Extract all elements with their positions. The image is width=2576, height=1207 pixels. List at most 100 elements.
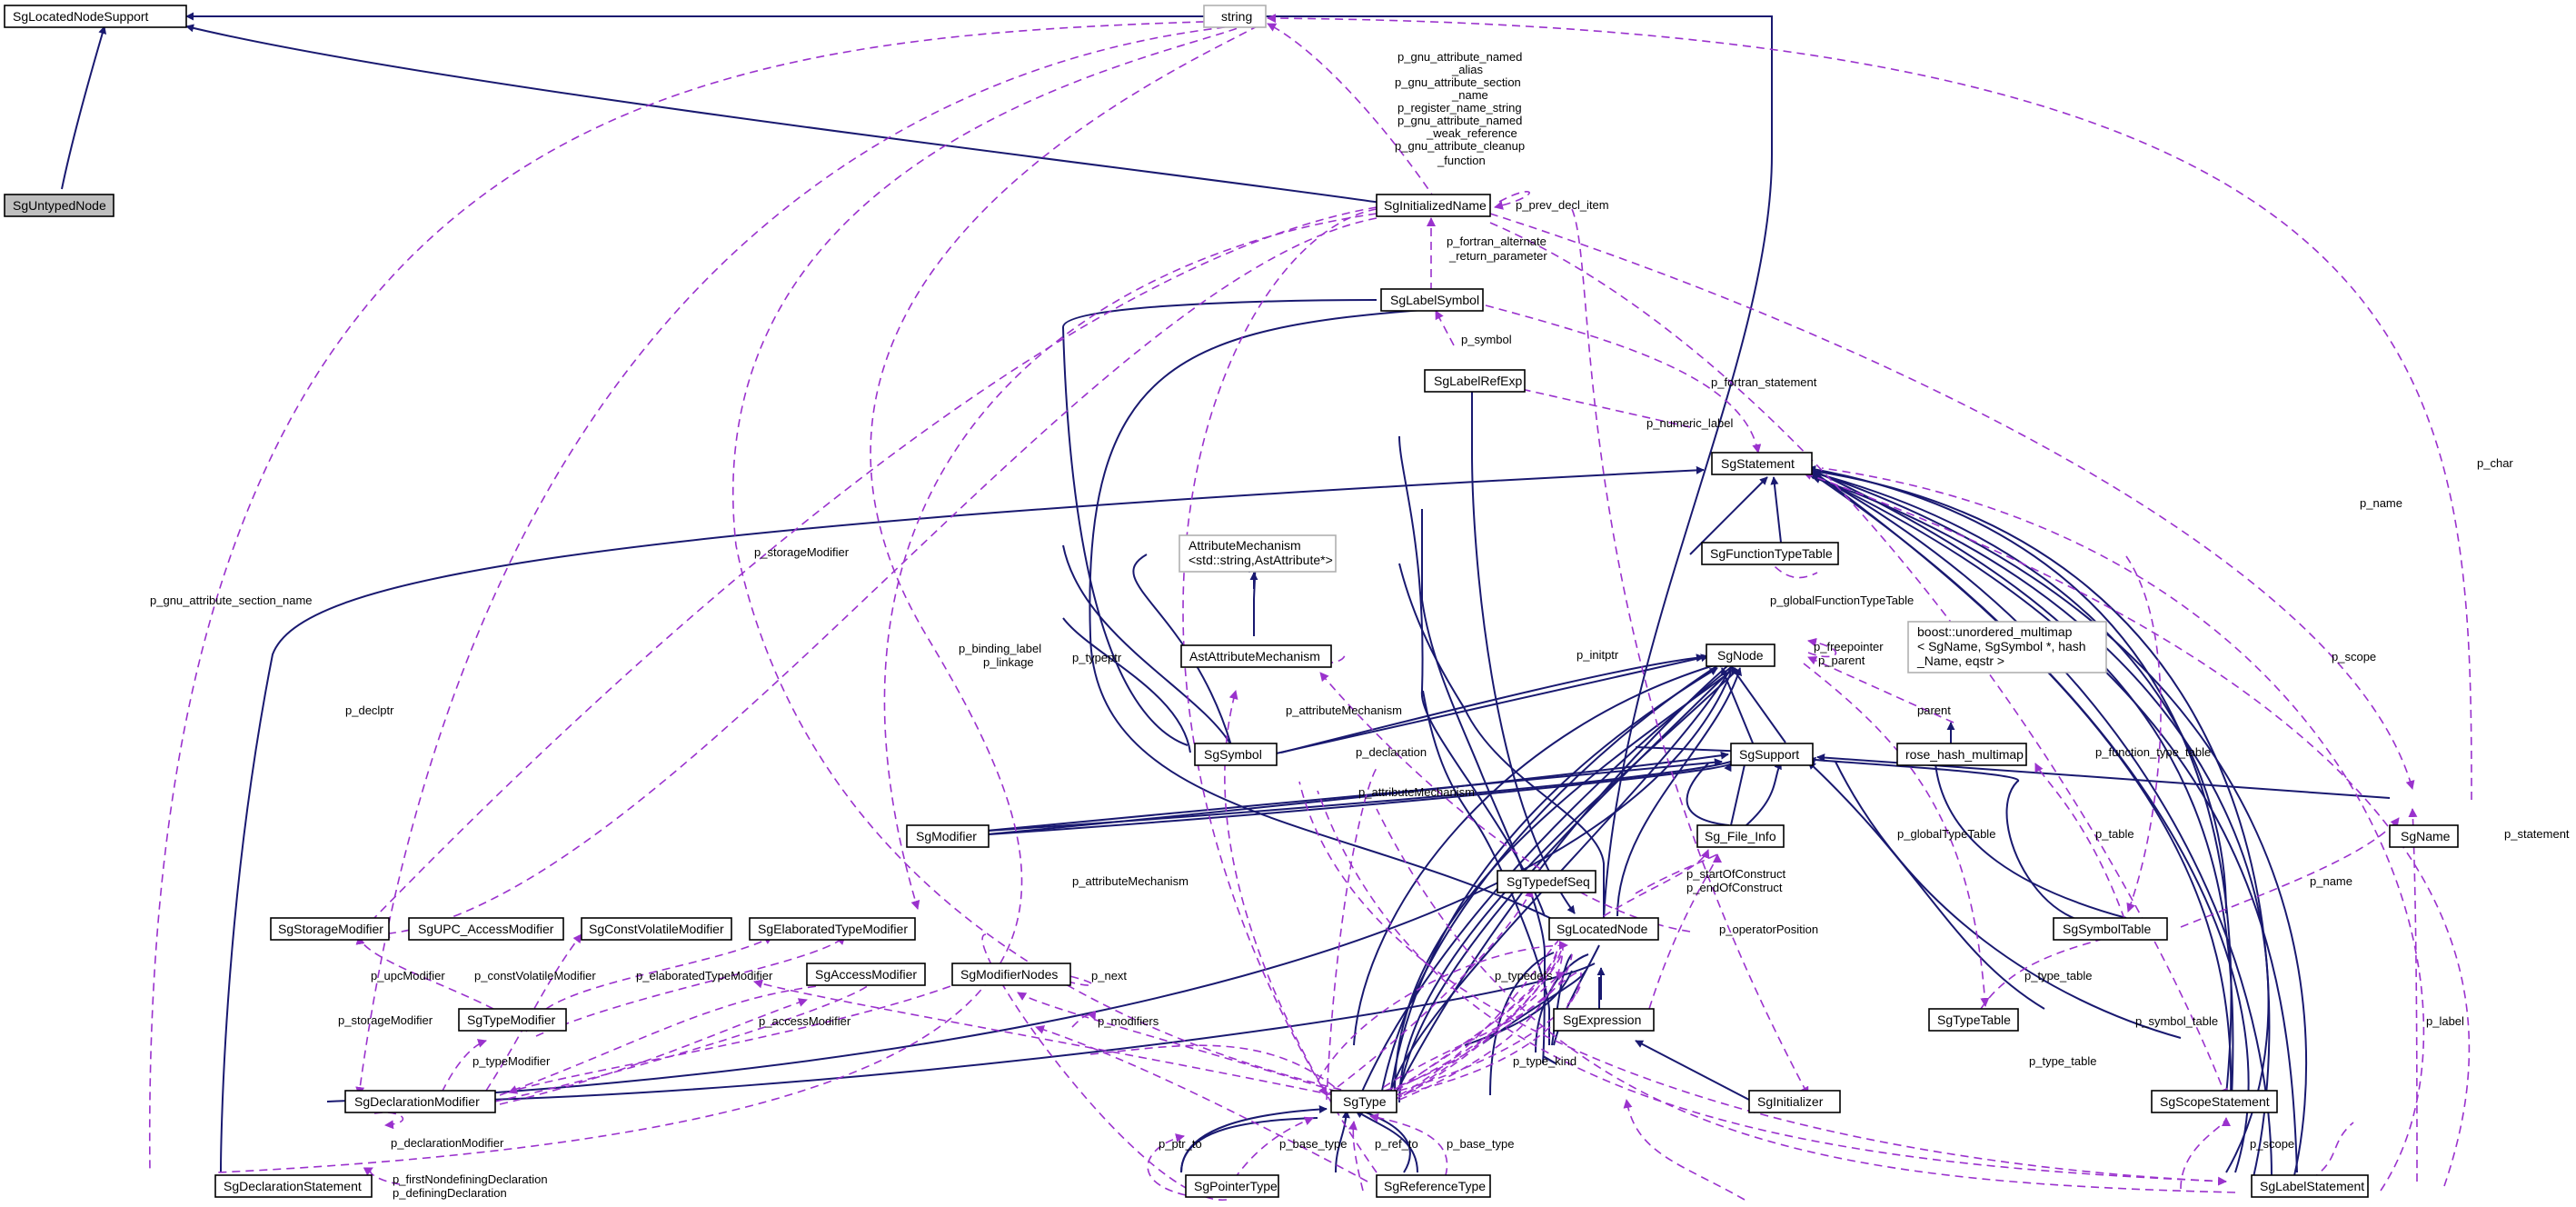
node-string[interactable]: string xyxy=(1203,5,1267,28)
label-initname-string-8: p_gnu_attribute_cleanup xyxy=(1395,139,1525,153)
label-attribute-mechanism-3: p_attributeMechanism xyxy=(1072,874,1189,888)
label-fortran-statement: p_fortran_statement xyxy=(1711,375,1817,389)
node-sg-modifier[interactable]: SgModifier xyxy=(906,824,990,848)
node-sg-located-node-support[interactable]: SgLocatedNodeSupport xyxy=(4,5,187,28)
node-sg-file-info[interactable]: Sg_File_Info xyxy=(1696,824,1785,848)
node-sg-type[interactable]: SgType xyxy=(1330,1090,1397,1113)
inheritance-edges xyxy=(61,12,2391,1181)
svg-text:SgLabelRefExp: SgLabelRefExp xyxy=(1434,374,1523,388)
label-label: p_label xyxy=(2426,1014,2464,1028)
node-sg-declaration-statement[interactable]: SgDeclarationStatement xyxy=(214,1174,373,1198)
label-numeric-label: p_numeric_label xyxy=(1646,416,1734,430)
node-sg-untyped-node[interactable]: SgUntypedNode xyxy=(4,194,114,217)
label-initname-string-9: _function xyxy=(1437,154,1486,167)
label-declaration-modifier: p_declarationModifier xyxy=(391,1136,504,1150)
node-sg-symbol-table[interactable]: SgSymbolTable xyxy=(2053,917,2168,941)
svg-text:SgReferenceType: SgReferenceType xyxy=(1384,1179,1486,1193)
label-prev-decl-item: p_prev_decl_item xyxy=(1516,198,1609,212)
node-sg-node[interactable]: SgNode xyxy=(1706,643,1775,667)
label-char: p_char xyxy=(2477,456,2513,470)
label-const-volatile-modifier: p_constVolatileModifier xyxy=(474,969,596,983)
label-declptr: p_declptr xyxy=(345,703,394,717)
label-initname-string-6: p_gnu_attribute_named xyxy=(1397,114,1522,127)
label-parent-pointer: p_parent xyxy=(1818,653,1865,667)
node-ast-attribute-mechanism[interactable]: AstAttributeMechanism xyxy=(1180,644,1332,668)
label-start-of-construct: p_startOfConstruct xyxy=(1686,867,1785,881)
node-sg-typedef-seq[interactable]: SgTypedefSeq xyxy=(1497,870,1596,893)
label-storage-modifier-top: p_storageModifier xyxy=(754,545,850,559)
node-sg-function-type-table[interactable]: SgFunctionTypeTable xyxy=(1701,542,1839,565)
label-initname-string-3: p_gnu_attribute_section xyxy=(1395,75,1521,89)
node-sg-name[interactable]: SgName xyxy=(2389,824,2459,848)
label-fortran-alternate-1: p_fortran_alternate xyxy=(1447,234,1547,248)
svg-text:SgScopeStatement: SgScopeStatement xyxy=(2160,1094,2270,1109)
label-typedefs: p_typedefs xyxy=(1495,969,1553,983)
label-ref-to: p_ref_to xyxy=(1375,1137,1418,1151)
label-parent: parent xyxy=(1917,703,1951,717)
svg-text:SgSymbolTable: SgSymbolTable xyxy=(2063,922,2151,936)
node-sg-declaration-modifier[interactable]: SgDeclarationModifier xyxy=(344,1090,496,1113)
node-sg-symbol[interactable]: SgSymbol xyxy=(1194,743,1278,766)
label-function-type-table: p_function_type_table xyxy=(2095,745,2211,759)
label-initptr: p_initptr xyxy=(1576,648,1619,662)
node-sg-support[interactable]: SgSupport xyxy=(1730,743,1814,766)
svg-text:SgConstVolatileModifier: SgConstVolatileModifier xyxy=(589,922,724,936)
node-sg-elaborated-type-modifier[interactable]: SgElaboratedTypeModifier xyxy=(749,917,916,941)
label-name-top: p_name xyxy=(2360,496,2402,510)
label-fortran-alternate-2: _return_parameter xyxy=(1448,249,1547,263)
svg-text:SgSupport: SgSupport xyxy=(1739,747,1799,762)
node-sg-initialized-name[interactable]: SgInitializedName xyxy=(1376,194,1491,217)
label-global-type-table: p_globalTypeTable xyxy=(1897,827,1995,841)
node-sg-reference-type[interactable]: SgReferenceType xyxy=(1376,1174,1491,1198)
node-sg-pointer-type[interactable]: SgPointerType xyxy=(1185,1174,1279,1198)
node-sg-type-modifier[interactable]: SgTypeModifier xyxy=(458,1008,567,1032)
label-initname-string-1: p_gnu_attribute_named xyxy=(1397,50,1522,64)
node-sg-statement[interactable]: SgStatement xyxy=(1711,452,1813,475)
svg-text:<std::string,AstAttribute*>: <std::string,AstAttribute*> xyxy=(1189,553,1333,567)
svg-text:SgInitializedName: SgInitializedName xyxy=(1384,198,1487,213)
label-defining-declaration: p_definingDeclaration xyxy=(393,1186,507,1200)
svg-text:SgFunctionTypeTable: SgFunctionTypeTable xyxy=(1710,546,1833,561)
svg-text:SgLabelSymbol: SgLabelSymbol xyxy=(1390,293,1479,307)
node-rose-hash-multimap[interactable]: rose_hash_multimap xyxy=(1896,743,2027,766)
label-next: p_next xyxy=(1091,969,1127,983)
label-name-mid: p_name xyxy=(2310,874,2352,888)
label-base-type-2: p_base_type xyxy=(1447,1137,1514,1151)
svg-text:SgDeclarationStatement: SgDeclarationStatement xyxy=(224,1179,362,1193)
label-access-modifier: p_accessModifier xyxy=(759,1014,851,1028)
node-sg-storage-modifier[interactable]: SgStorageModifier xyxy=(270,917,390,941)
node-sg-modifier-nodes[interactable]: SgModifierNodes xyxy=(951,963,1071,986)
svg-text:rose_hash_multimap: rose_hash_multimap xyxy=(1905,747,2024,762)
svg-text:SgStorageModifier: SgStorageModifier xyxy=(278,922,383,936)
node-sg-initializer[interactable]: SgInitializer xyxy=(1748,1090,1841,1113)
svg-text:_Name, eqstr >: _Name, eqstr > xyxy=(1916,653,2004,668)
svg-text:SgNode: SgNode xyxy=(1717,648,1764,663)
label-type-modifier: p_typeModifier xyxy=(472,1054,551,1068)
node-attribute-mechanism[interactable]: AttributeMechanism <std::string,AstAttri… xyxy=(1179,534,1337,573)
svg-text:SgUntypedNode: SgUntypedNode xyxy=(13,198,106,213)
label-gnu-section-name: p_gnu_attribute_section_name xyxy=(150,594,313,607)
label-first-nondefining-declaration: p_firstNondefiningDeclaration xyxy=(393,1172,548,1186)
node-sg-label-ref-exp[interactable]: SgLabelRefExp xyxy=(1424,369,1526,393)
node-sg-const-volatile-modifier[interactable]: SgConstVolatileModifier xyxy=(581,917,732,941)
node-sg-scope-statement[interactable]: SgScopeStatement xyxy=(2151,1090,2278,1113)
svg-text:SgPointerType: SgPointerType xyxy=(1194,1179,1278,1193)
label-operator-position: p_operatorPosition xyxy=(1719,923,1818,936)
node-sg-access-modifier[interactable]: SgAccessModifier xyxy=(806,963,926,986)
svg-text:SgInitializer: SgInitializer xyxy=(1757,1094,1824,1109)
node-sg-type-table[interactable]: SgTypeTable xyxy=(1928,1008,2019,1032)
node-boost-unordered-multimap[interactable]: boost::unordered_multimap < SgName, SgSy… xyxy=(1907,621,2107,673)
node-sg-expression[interactable]: SgExpression xyxy=(1553,1008,1655,1032)
svg-text:string: string xyxy=(1221,9,1252,24)
label-attribute-mechanism-1: p_attributeMechanism xyxy=(1286,703,1402,717)
node-sg-upc-access-modifier[interactable]: SgUPC_AccessModifier xyxy=(408,917,564,941)
svg-text:< SgName, SgSymbol *, hash: < SgName, SgSymbol *, hash xyxy=(1917,639,2086,653)
label-ptr-to: p_ptr_to xyxy=(1159,1137,1202,1151)
node-sg-label-symbol[interactable]: SgLabelSymbol xyxy=(1380,288,1484,312)
node-sg-label-statement[interactable]: SgLabelStatement xyxy=(2251,1174,2369,1198)
node-sg-located-node[interactable]: SgLocatedNode xyxy=(1548,917,1659,941)
label-initname-string-7: _weak_reference xyxy=(1426,126,1517,140)
svg-text:SgTypeTable: SgTypeTable xyxy=(1937,1012,2011,1027)
svg-text:SgLocatedNodeSupport: SgLocatedNodeSupport xyxy=(13,9,149,24)
